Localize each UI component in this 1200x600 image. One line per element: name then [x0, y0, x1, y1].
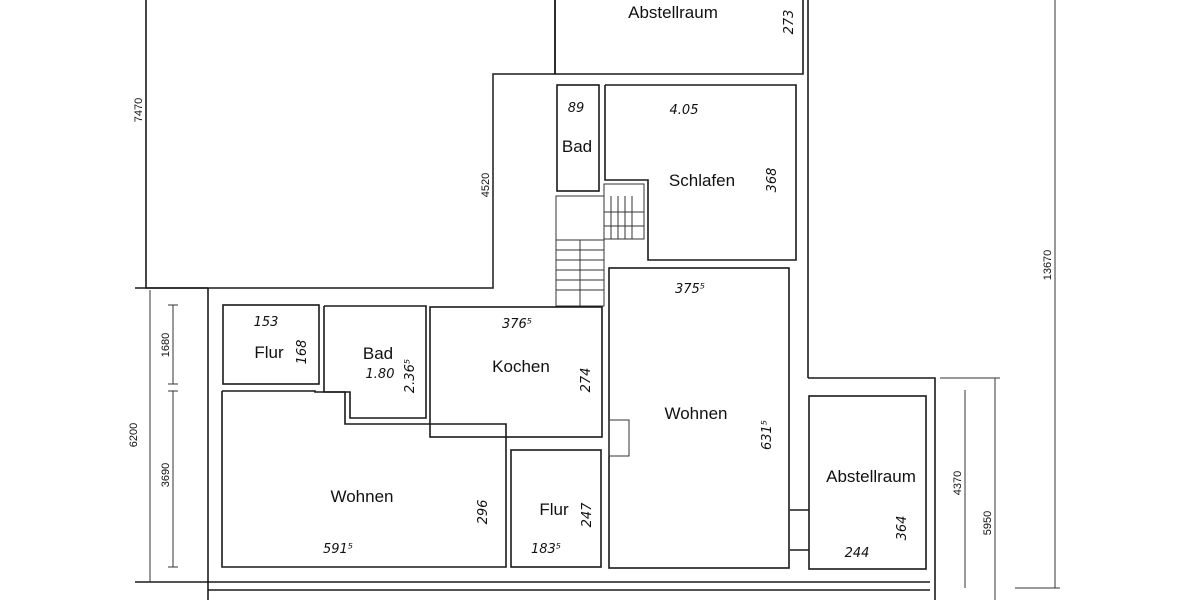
dim-wohnen-center-w: 375⁵	[675, 282, 705, 297]
dim-schlafen-w: 4.05	[670, 103, 699, 118]
outer-outline	[135, 0, 1060, 600]
room-kochen: 376⁵ Kochen 274	[429, 306, 603, 438]
dim-wohnen-center-h: 631⁵	[760, 420, 775, 450]
dim-flur-center-h: 247	[580, 502, 595, 528]
dim-kochen-w: 376⁵	[502, 317, 532, 332]
room-bad-left: Bad 1.80 2.36⁵	[323, 305, 427, 419]
dimension-lines: 7470 4520 13670 1680 6200 3690 4370 5950	[128, 0, 1056, 600]
dim-abstellraum-right-h: 364	[895, 516, 910, 541]
dim-label-7470: 7470	[133, 98, 145, 122]
room-abstellraum-right: Abstellraum 244 364	[790, 395, 927, 570]
dim-label-3690: 3690	[160, 463, 172, 487]
dim-label-4370: 4370	[952, 471, 964, 495]
room-label-bad-left: Bad	[363, 344, 393, 363]
room-label-wohnen-center: Wohnen	[664, 404, 727, 423]
dim-abstellraum-top-h: 273	[782, 10, 797, 35]
dim-label-5950: 5950	[982, 511, 994, 535]
dim-abstellraum-right-w: 244	[845, 546, 870, 561]
dim-bad-left-h: 2.36⁵	[403, 359, 418, 393]
dim-label-13670: 13670	[1042, 250, 1054, 281]
room-label-kochen: Kochen	[492, 357, 550, 376]
room-label-flur-center: Flur	[539, 500, 569, 519]
dim-flur-left-w: 153	[254, 315, 279, 330]
room-label-flur-left: Flur	[254, 343, 284, 362]
dim-label-6200: 6200	[128, 423, 140, 447]
room-abstellraum-top: Abstellraum 273	[554, 0, 804, 75]
dim-wohnen-left-h: 296	[476, 500, 491, 525]
room-flur-center: Flur 183⁵ 247	[510, 449, 602, 568]
dim-label-1680: 1680	[160, 333, 172, 357]
dim-flur-left-h: 168	[295, 340, 310, 365]
room-flur-left: 153 Flur 168	[222, 304, 320, 385]
room-label-bad-top: Bad	[562, 137, 592, 156]
dim-wohnen-left-w: 591⁵	[323, 542, 353, 557]
dim-schlafen-h: 368	[765, 168, 780, 193]
room-label-abstellraum-top: Abstellraum	[628, 3, 718, 22]
room-wohnen-center: 375⁵ Wohnen 631⁵	[608, 267, 790, 569]
dim-bad-top-w: 89	[568, 101, 585, 116]
staircase	[555, 183, 645, 307]
room-label-wohnen-left: Wohnen	[330, 487, 393, 506]
room-label-abstellraum-right: Abstellraum	[826, 467, 916, 486]
room-wohnen-left: Wohnen 591⁵ 296	[221, 390, 507, 568]
dim-bad-left-w: 1.80	[366, 367, 395, 382]
dim-label-4520: 4520	[480, 173, 492, 197]
dim-kochen-h: 274	[579, 368, 594, 393]
room-label-schlafen: Schlafen	[669, 171, 735, 190]
dim-flur-center-w: 183⁵	[531, 542, 561, 557]
room-schlafen: 4.05 Schlafen 368	[604, 84, 797, 261]
room-bad-top: 89 Bad	[556, 84, 600, 192]
